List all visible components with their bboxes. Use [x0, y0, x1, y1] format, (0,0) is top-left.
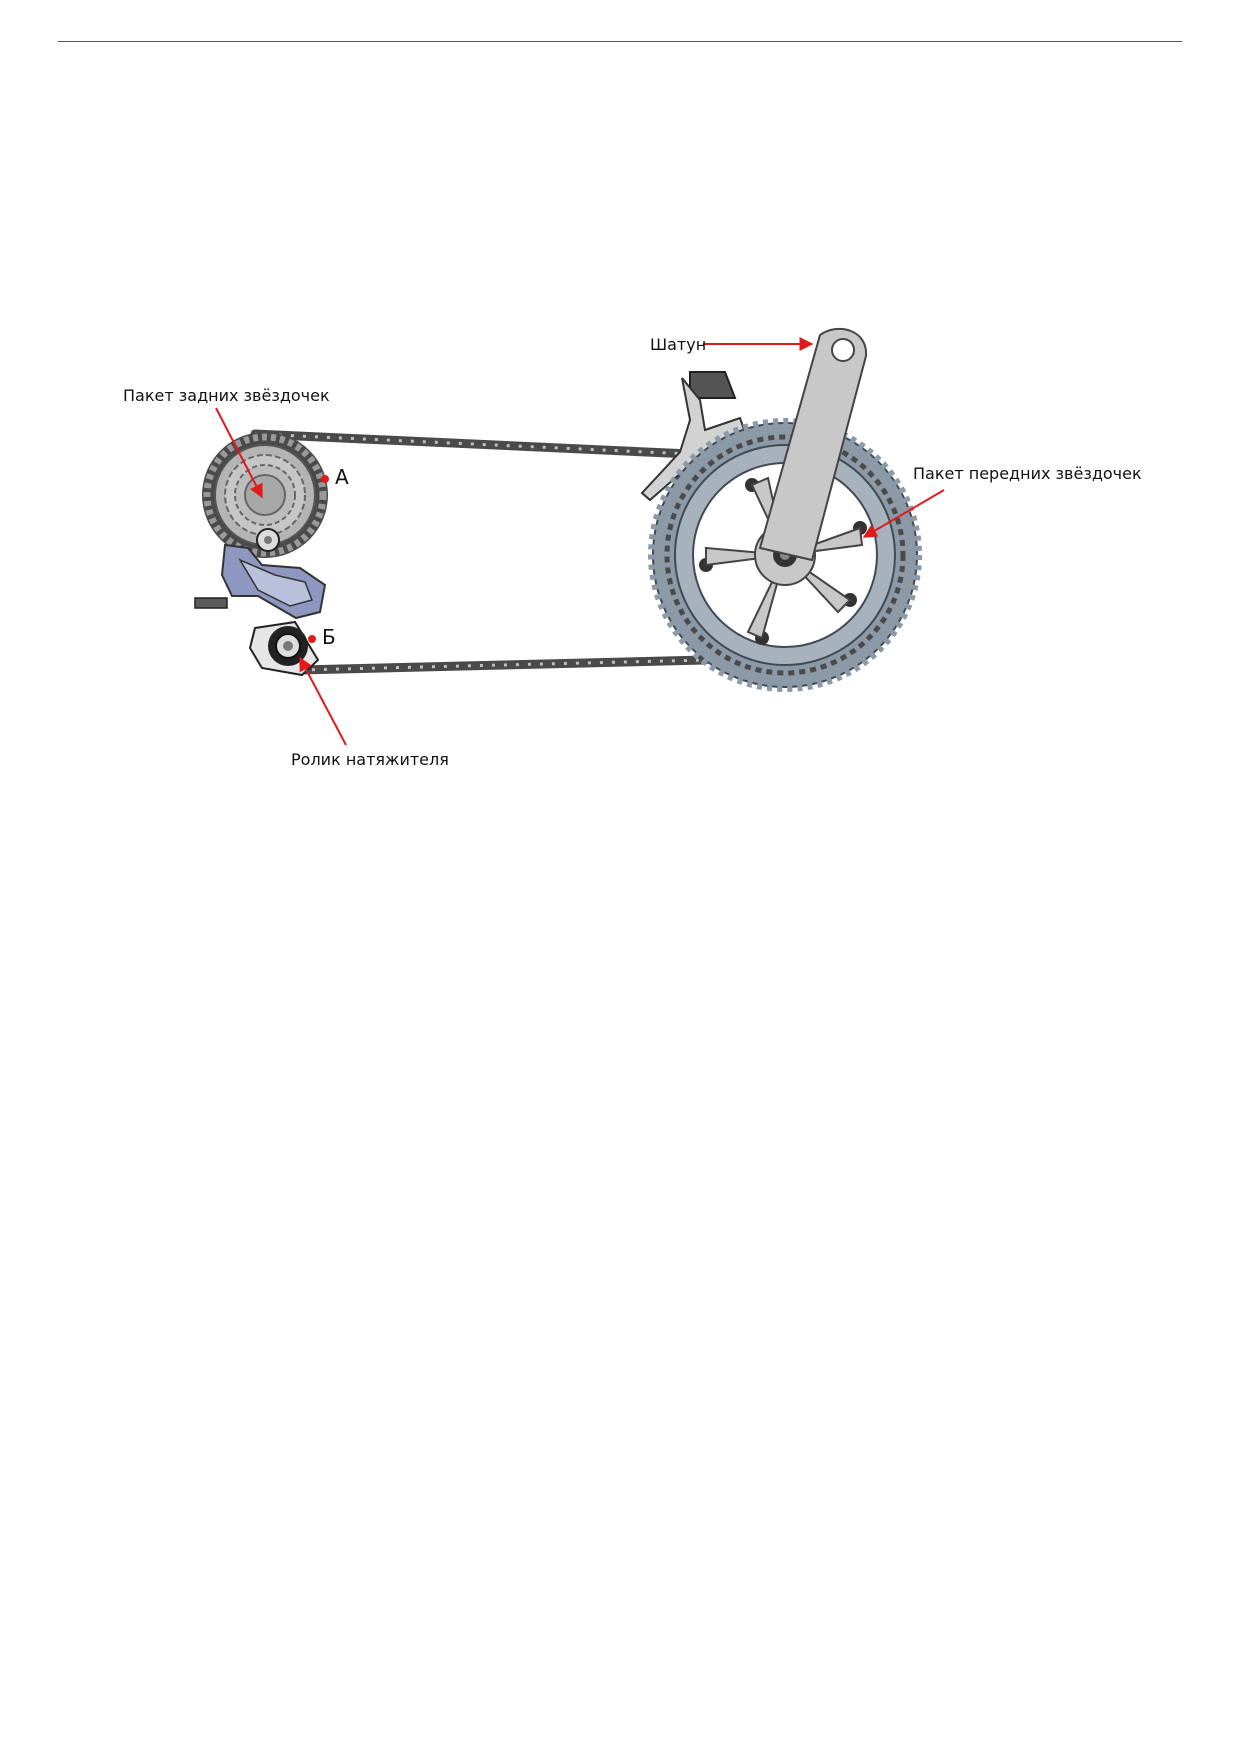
arrow-rear-cassette — [215, 407, 263, 499]
arrow-front-chainrings — [862, 489, 945, 538]
label-point-a: А — [335, 465, 349, 489]
rear-cassette — [202, 432, 328, 558]
top-rule — [58, 41, 1182, 42]
crank-arm — [758, 327, 868, 562]
label-tensioner-pulley: Ролик натяжителя — [291, 750, 449, 769]
chain-top — [250, 429, 695, 459]
tensioner-pulley — [268, 626, 308, 666]
front-derailleur — [640, 371, 747, 502]
label-crank-arm: Шатун — [650, 335, 707, 354]
label-rear-cassette: Пакет задних звёздочек — [123, 386, 330, 405]
arrow-tensioner-pulley — [299, 656, 347, 746]
point-a-dot — [321, 475, 329, 483]
label-point-b: Б — [322, 625, 336, 649]
label-front-chainrings: Пакет передних звёздочек — [913, 464, 1142, 483]
point-b-dot — [308, 635, 316, 643]
chain-bottom — [295, 655, 710, 675]
